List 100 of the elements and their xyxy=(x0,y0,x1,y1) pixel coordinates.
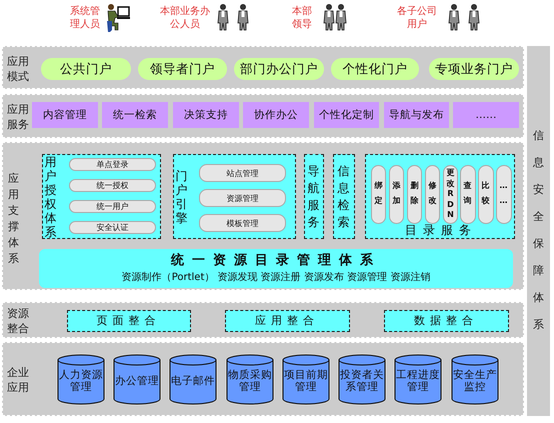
user-label: 系统管理人员 xyxy=(69,4,101,32)
operation-label: 删除 xyxy=(410,180,419,207)
integration-box xyxy=(67,310,191,332)
layer-label: 资源整合 xyxy=(6,306,30,337)
service-label: …… xyxy=(474,108,498,123)
panel-label: 用户授权体系 xyxy=(44,155,57,239)
operation-pill xyxy=(407,165,422,224)
service-label: 统一检索 xyxy=(112,108,158,123)
service-box xyxy=(102,102,168,128)
module-panel xyxy=(42,154,161,239)
operation-label: …… xyxy=(499,180,508,207)
function-label: 模板管理 xyxy=(226,218,260,230)
service-panel xyxy=(304,154,324,239)
database-cylinder xyxy=(226,354,274,405)
integration-label: 应用整合 xyxy=(254,313,320,329)
service-label: 个性化定制 xyxy=(318,108,375,123)
function-label: 单点登录 xyxy=(96,159,130,170)
function-label: 安全认证 xyxy=(96,222,130,233)
integration-box xyxy=(384,310,509,332)
function-label: 站点管理 xyxy=(226,168,260,180)
function-label: 资源管理 xyxy=(226,192,260,204)
side-label: 信息安全保障体系 xyxy=(532,128,545,333)
operation-pill xyxy=(389,165,404,224)
service-label: 决策支持 xyxy=(183,108,229,123)
portal-pill xyxy=(331,58,419,80)
service-label: 导航与发布 xyxy=(388,108,445,123)
cylinder-label: 人力资源管理 xyxy=(59,368,103,394)
database-cylinder xyxy=(338,354,386,405)
service-label: 内容管理 xyxy=(42,108,88,123)
function-pill xyxy=(199,189,286,207)
operation-pill xyxy=(371,165,386,224)
database-cylinder xyxy=(169,354,217,405)
operation-pill xyxy=(460,165,476,224)
integration-box xyxy=(225,310,350,332)
cylinder-label: 项目前期管理 xyxy=(284,368,328,394)
operation-label: 修改 xyxy=(428,180,437,207)
operation-pill xyxy=(425,165,440,224)
service-box xyxy=(32,102,98,128)
cylinder-label: 安全生产监控 xyxy=(453,368,497,394)
cylinder-label: 电子邮件 xyxy=(171,374,215,388)
operation-label: 比较 xyxy=(481,180,490,207)
service-box xyxy=(453,102,519,128)
operation-label: 绑定 xyxy=(374,180,383,207)
service-label: 协作办公 xyxy=(253,108,299,123)
portal-pill xyxy=(138,58,227,80)
portal-label: 个性化门户 xyxy=(342,60,408,78)
function-label: 统一用户 xyxy=(96,201,130,212)
portal-label: 公共门户 xyxy=(59,60,113,78)
database-cylinder xyxy=(113,354,161,405)
panel-label: 导航服务 xyxy=(307,163,320,231)
service-box xyxy=(384,102,449,128)
layer-band xyxy=(2,142,524,290)
database-cylinder xyxy=(394,354,442,405)
user-label: 本部领导 xyxy=(291,4,313,32)
layer-label: 应用服务 xyxy=(6,102,30,133)
layer-label: 应用支撑体系 xyxy=(7,171,20,267)
user-label: 各子公司用户 xyxy=(396,5,438,32)
database-cylinder xyxy=(282,354,330,405)
portal-label: 领导者门户 xyxy=(149,60,216,78)
operation-pill xyxy=(443,165,458,224)
panel-label: 信息检索 xyxy=(337,163,350,231)
panel-title: 统一资源目录管理体系 xyxy=(170,252,382,269)
layer-band xyxy=(2,302,524,338)
panel-subtitle: 资源制作（Portlet） 资源发现 资源注册 资源发布 资源管理 资源注销 xyxy=(120,270,432,285)
cylinder-label: 办公管理 xyxy=(115,374,159,388)
service-box xyxy=(173,102,239,128)
panel-label: 目录服务 xyxy=(404,223,478,237)
function-label: 统一授权 xyxy=(96,180,130,191)
function-pill xyxy=(199,164,286,182)
integration-label: 页面整合 xyxy=(96,313,162,329)
integration-label: 数据整合 xyxy=(413,313,479,329)
database-cylinder xyxy=(451,354,499,405)
service-box xyxy=(314,102,379,128)
portal-pill xyxy=(234,58,324,80)
operation-label: 更改RDN xyxy=(446,168,455,221)
management-panel xyxy=(39,249,513,288)
portal-label: 专项业务门户 xyxy=(434,60,514,78)
operation-label: 添加 xyxy=(392,180,401,207)
function-pill xyxy=(69,200,156,213)
database-cylinder xyxy=(57,354,105,405)
side-band xyxy=(527,46,550,416)
user-label: 本部业务办公人员 xyxy=(160,4,210,32)
service-box xyxy=(243,102,309,128)
function-pill xyxy=(69,158,156,171)
portal-label: 部门办公门户 xyxy=(239,60,319,78)
layer-band xyxy=(2,342,524,416)
function-pill xyxy=(199,214,286,232)
cylinder-label: 物质采购管理 xyxy=(228,368,272,394)
portal-pill xyxy=(429,58,519,80)
layer-band xyxy=(2,94,524,138)
operation-label: 查询 xyxy=(463,180,472,207)
function-pill xyxy=(69,179,156,192)
layer-label: 企业应用 xyxy=(6,365,30,396)
cylinder-label: 工程进度管理 xyxy=(396,368,440,394)
cylinder-label: 投资者关系管理 xyxy=(340,368,384,394)
module-panel xyxy=(173,154,296,239)
operation-pill xyxy=(496,165,512,224)
module-panel xyxy=(365,154,515,239)
panel-label: 门户引擎 xyxy=(175,169,188,225)
portal-pill xyxy=(41,58,131,80)
